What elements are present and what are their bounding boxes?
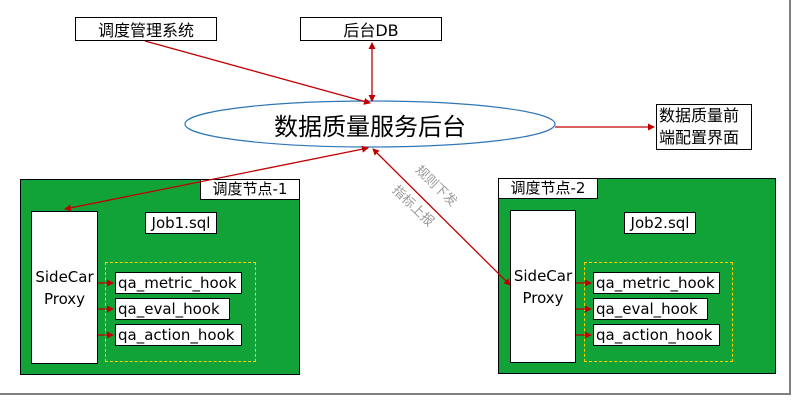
sidecar-proxy-1: SideCar Proxy (31, 211, 98, 364)
qa-action-hook-2-label: qa_action_hook (596, 325, 713, 344)
job2-label: Job2.sql (630, 214, 690, 232)
service-proxy2-arrow (372, 148, 511, 286)
service-backend-title: 数据质量服务后台 (185, 108, 555, 141)
job1-label: Job1.sql (151, 214, 211, 232)
qa-eval-hook-2-label: qa_eval_hook (596, 299, 698, 318)
qa-action-hook-1: qa_action_hook (115, 324, 242, 346)
qa-metric-hook-2-label: qa_metric_hook (596, 273, 715, 292)
backend-db-label: 后台DB (343, 21, 399, 40)
scheduler-system-box: 调度管理系统 (75, 17, 217, 41)
qa-metric-hook-1-label: qa_metric_hook (118, 273, 237, 292)
qa-metric-hook-1: qa_metric_hook (115, 272, 242, 294)
schedule-node-2-label: 调度节点-2 (498, 178, 598, 199)
qa-eval-hook-2: qa_eval_hook (593, 298, 708, 320)
qa-eval-hook-1: qa_eval_hook (115, 298, 230, 320)
frontend-config-line2: 端配置界面 (659, 128, 740, 147)
sidecar-proxy-2: SideCar Proxy (510, 210, 576, 363)
scheduler-system-label: 调度管理系统 (97, 21, 194, 40)
hook-group-2 (584, 262, 733, 362)
sidecar-proxy-2-line1: SideCar (513, 266, 573, 285)
sidecar-proxy-1-line1: SideCar (35, 267, 94, 286)
qa-action-hook-2: qa_action_hook (593, 324, 720, 346)
frontend-config-box: 数据质量前 端配置界面 (656, 104, 752, 150)
service-backend-title-text: 数据质量服务后台 (274, 112, 466, 141)
service-proxy1-arrow (64, 145, 369, 212)
job1-box: Job1.sql (145, 212, 217, 234)
hook-group-1 (105, 262, 256, 362)
scheduler-to-service-arrow (144, 40, 371, 105)
backend-db-box: 后台DB (300, 17, 442, 41)
qa-eval-hook-1-label: qa_eval_hook (118, 299, 220, 318)
qa-metric-hook-2: qa_metric_hook (593, 272, 720, 294)
qa-action-hook-1-label: qa_action_hook (118, 325, 235, 344)
frontend-config-line1: 数据质量前 (659, 106, 740, 125)
sidecar-proxy-1-line2: Proxy (43, 289, 86, 308)
job2-box: Job2.sql (624, 212, 696, 234)
sidecar-proxy-2-line2: Proxy (522, 288, 564, 307)
schedule-node-2-label-text: 调度节点-2 (510, 179, 586, 197)
